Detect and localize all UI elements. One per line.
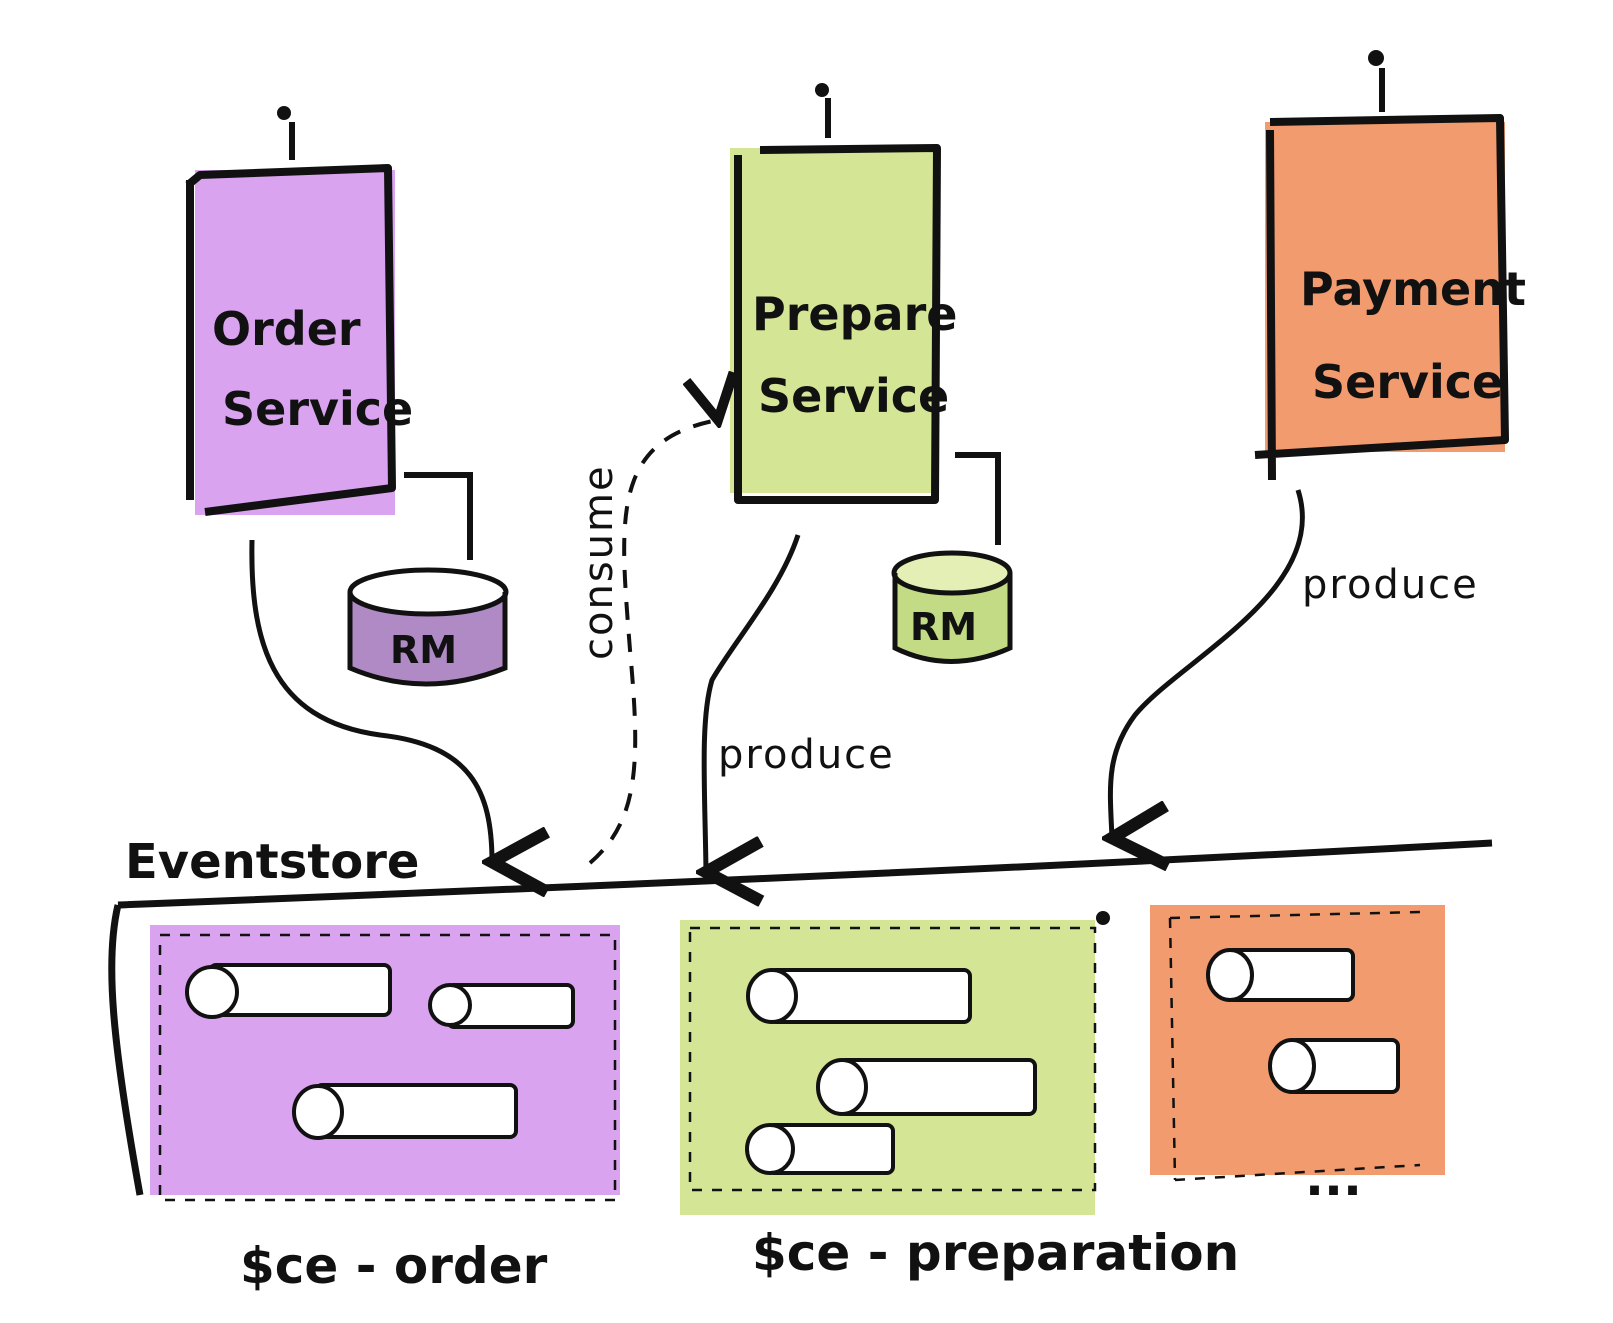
payment-event	[1206, 948, 1355, 1002]
order-event	[428, 983, 575, 1029]
more-streams-ellipsis: ...	[1305, 1149, 1362, 1207]
order-read-model: RM	[347, 567, 509, 687]
consume-label: consume	[576, 464, 622, 660]
prepare-antenna-knob-icon	[815, 83, 829, 97]
event-store-left-line	[108, 904, 144, 1196]
payment-produce-label: produce	[1302, 562, 1479, 608]
prepare-produce-arrow	[704, 534, 801, 872]
payment-service-box	[1265, 122, 1505, 452]
payment-service-title-line1: Payment	[1300, 262, 1526, 316]
order-service: Order Service	[185, 106, 473, 560]
prepare-rm-connector	[955, 452, 1001, 545]
order-stream	[150, 925, 620, 1202]
prepare-service-title-line2: Service	[758, 369, 949, 423]
payment-event	[1268, 1038, 1400, 1094]
preparation-event	[746, 968, 972, 1024]
consume-arrow	[588, 420, 718, 865]
order-rm-label: RM	[390, 628, 457, 672]
order-event	[292, 1083, 518, 1140]
event-store-top-line	[117, 839, 1493, 909]
order-service-title-line2: Service	[222, 382, 413, 436]
order-antenna-knob-icon	[277, 106, 291, 120]
prepare-read-model: RM	[891, 550, 1013, 664]
payment-service: Payment Service	[1254, 50, 1526, 481]
prepare-service: Prepare Service	[730, 83, 1001, 545]
order-stream-label: $ce - order	[240, 1237, 548, 1295]
order-service-title-line1: Order	[212, 302, 361, 356]
preparation-stream-label: $ce - preparation	[752, 1224, 1239, 1282]
prepare-service-box	[730, 148, 935, 493]
order-service-box	[195, 170, 395, 515]
preparation-event	[816, 1058, 1037, 1116]
payment-service-title-line2: Service	[1312, 355, 1503, 409]
payment-stream	[1150, 905, 1445, 1182]
order-produce-arrow	[249, 539, 492, 862]
order-rm-connector	[404, 472, 473, 560]
prepare-produce-label: produce	[718, 732, 895, 778]
payment-produce-arrow	[1110, 489, 1305, 838]
prepare-rm-label: RM	[910, 605, 977, 649]
order-event	[185, 963, 392, 1019]
payment-antenna-knob-icon	[1368, 50, 1384, 66]
event-store-label: Eventstore	[125, 834, 419, 890]
preparation-stream	[680, 911, 1110, 1215]
prepare-service-title-line1: Prepare	[752, 287, 957, 341]
preparation-event	[745, 1123, 895, 1175]
